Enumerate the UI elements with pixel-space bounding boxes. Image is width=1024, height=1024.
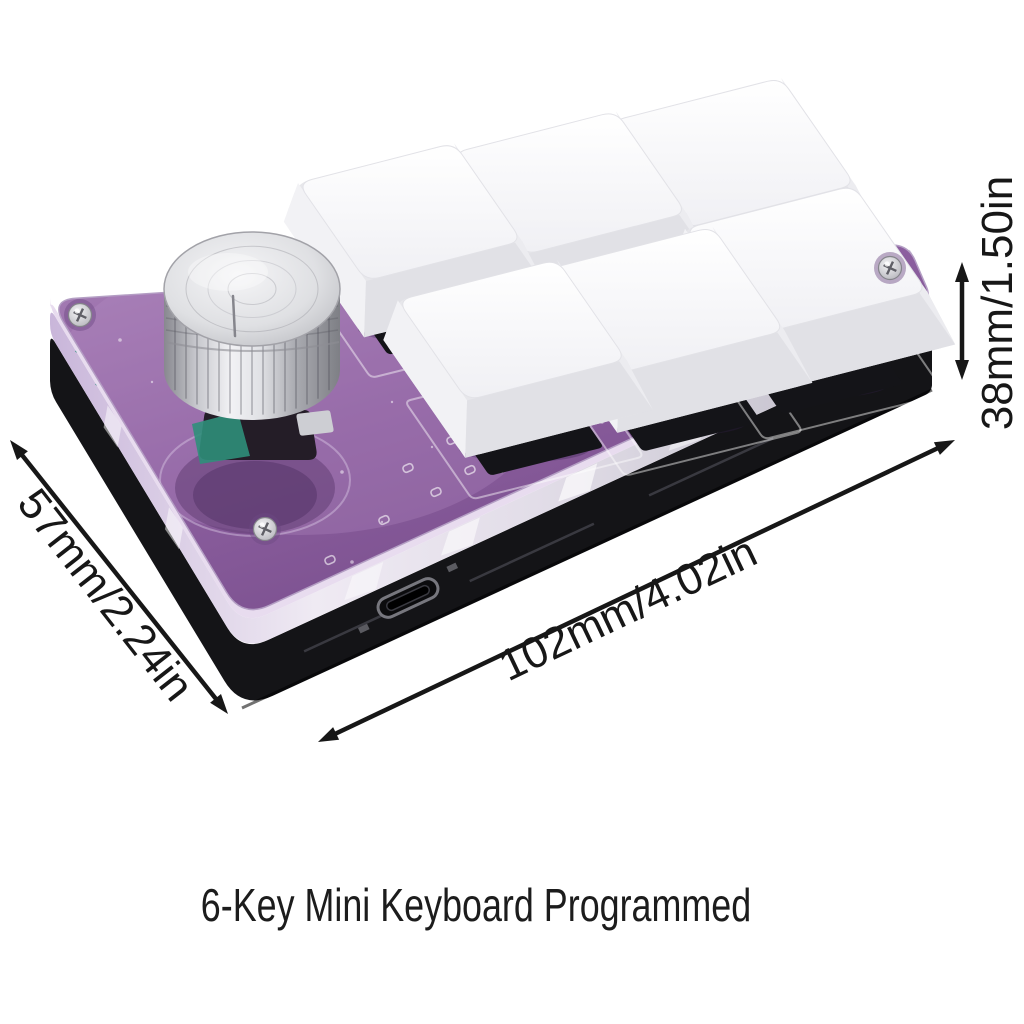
screw-2 [874,252,906,284]
keycap-4 [383,259,653,458]
height-arrow [955,262,969,380]
knob-indicator-mark [231,294,237,338]
screw-1 [64,299,96,331]
product-caption: 6-Key Mini Keyboard Programmed [200,879,752,931]
keycaps [283,77,956,458]
dimension-label-height: 38mm/1.50in [973,176,1022,430]
usb-c-port [357,562,459,634]
keyboard-illustration [50,77,956,710]
rotary-knob [163,231,341,464]
dimension-arrows [10,262,969,742]
screws [64,252,906,545]
depth-arrow [10,440,228,714]
screw-3 [249,513,281,545]
length-arrow [318,440,955,742]
